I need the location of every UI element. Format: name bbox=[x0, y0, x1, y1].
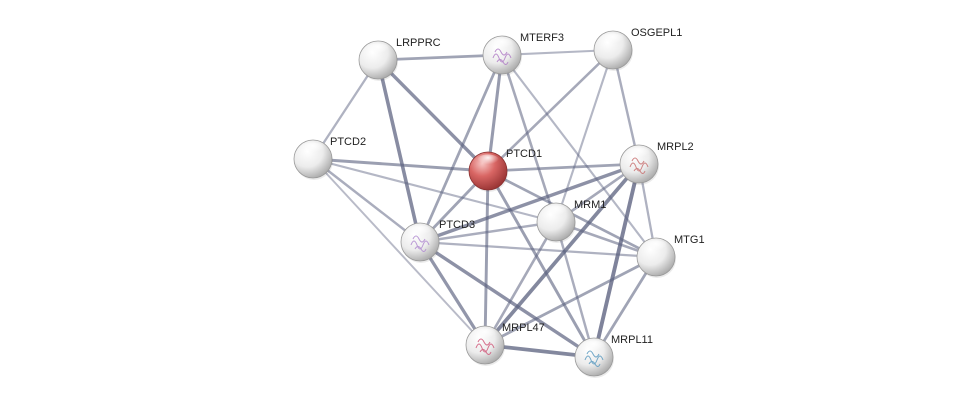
edge-osgepl1-ptcd1[interactable] bbox=[486, 48, 615, 173]
node-highlight bbox=[644, 240, 668, 254]
edge-ptcd3-mrm1[interactable] bbox=[418, 220, 558, 244]
edge-mrm1-mrpl47[interactable] bbox=[483, 220, 558, 347]
node-highlight bbox=[473, 328, 497, 342]
node-highlight bbox=[366, 43, 390, 57]
edge-mrpl2-mrpl11[interactable] bbox=[592, 162, 641, 359]
edge-lrpprc-mterf3[interactable] bbox=[376, 53, 504, 62]
node-osgepl1[interactable]: OSGEPL1 bbox=[593, 27, 682, 71]
edge-mrpl2-mrpl47[interactable] bbox=[483, 162, 641, 347]
node-mrpl2[interactable]: MRPL2 bbox=[619, 141, 694, 185]
node-label-ptcd2: PTCD2 bbox=[330, 136, 366, 148]
node-highlight bbox=[544, 205, 568, 219]
node-mrpl11[interactable]: MRPL11 bbox=[574, 334, 653, 378]
edge-mterf3-ptcd3[interactable] bbox=[418, 53, 504, 244]
edge-ptcd2-ptcd1[interactable] bbox=[311, 157, 490, 173]
edge-osgepl1-mrm1[interactable] bbox=[554, 48, 615, 224]
edge-mtg1-mrpl11[interactable] bbox=[592, 255, 658, 359]
node-highlight bbox=[490, 38, 514, 52]
node-label-osgepl1: OSGEPL1 bbox=[631, 27, 682, 39]
edge-ptcd1-mrpl2[interactable] bbox=[486, 162, 641, 173]
node-highlight bbox=[627, 147, 651, 161]
node-label-mrm1: MRM1 bbox=[574, 199, 606, 211]
node-label-mrpl11: MRPL11 bbox=[611, 334, 653, 346]
node-highlight bbox=[408, 225, 432, 239]
edge-osgepl1-mrpl2[interactable] bbox=[611, 48, 641, 166]
node-mrpl47[interactable]: MRPL47 bbox=[465, 322, 545, 366]
edges-layer bbox=[311, 48, 658, 359]
edge-mtg1-mrpl47[interactable] bbox=[483, 255, 658, 347]
node-label-mterf3: MTERF3 bbox=[520, 32, 564, 44]
edge-lrpprc-ptcd1[interactable] bbox=[376, 58, 490, 173]
node-lrpprc[interactable]: LRPPRC bbox=[358, 37, 441, 81]
node-mterf3[interactable]: MTERF3 bbox=[482, 32, 564, 76]
edge-ptcd3-mrpl2[interactable] bbox=[418, 162, 641, 244]
node-highlight bbox=[601, 33, 625, 47]
edge-mrm1-mrpl11[interactable] bbox=[554, 220, 596, 359]
node-label-mtg1: MTG1 bbox=[674, 234, 705, 246]
edge-ptcd3-mrpl11[interactable] bbox=[418, 240, 596, 359]
node-ptcd1[interactable]: PTCD1 bbox=[468, 148, 542, 192]
edge-mterf3-mtg1[interactable] bbox=[500, 53, 658, 259]
node-label-mrpl2: MRPL2 bbox=[657, 141, 694, 153]
node-label-ptcd3: PTCD3 bbox=[439, 219, 475, 231]
edge-mterf3-mrm1[interactable] bbox=[500, 53, 558, 224]
node-mrm1[interactable]: MRM1 bbox=[536, 199, 606, 243]
edge-ptcd2-ptcd3[interactable] bbox=[311, 157, 422, 244]
edge-mterf3-ptcd1[interactable] bbox=[486, 53, 504, 173]
node-ptcd2[interactable]: PTCD2 bbox=[293, 136, 366, 180]
node-label-lrpprc: LRPPRC bbox=[396, 37, 441, 49]
edge-lrpprc-ptcd3[interactable] bbox=[376, 58, 422, 244]
node-highlight bbox=[582, 340, 606, 354]
node-label-ptcd1: PTCD1 bbox=[506, 148, 542, 160]
edge-ptcd2-mrpl47[interactable] bbox=[312, 158, 486, 346]
node-highlight bbox=[301, 142, 325, 156]
edge-ptcd1-mrpl47[interactable] bbox=[483, 169, 490, 347]
node-label-mrpl47: MRPL47 bbox=[502, 322, 545, 334]
edge-lrpprc-ptcd2[interactable] bbox=[311, 58, 380, 161]
edge-ptcd3-mrpl47[interactable] bbox=[418, 240, 487, 347]
node-mtg1[interactable]: MTG1 bbox=[636, 234, 705, 278]
edge-ptcd2-mrm1[interactable] bbox=[311, 157, 558, 224]
node-highlight bbox=[476, 154, 500, 168]
edge-ptcd1-mrpl11[interactable] bbox=[486, 169, 596, 359]
node-ptcd3[interactable]: PTCD3 bbox=[400, 219, 475, 263]
